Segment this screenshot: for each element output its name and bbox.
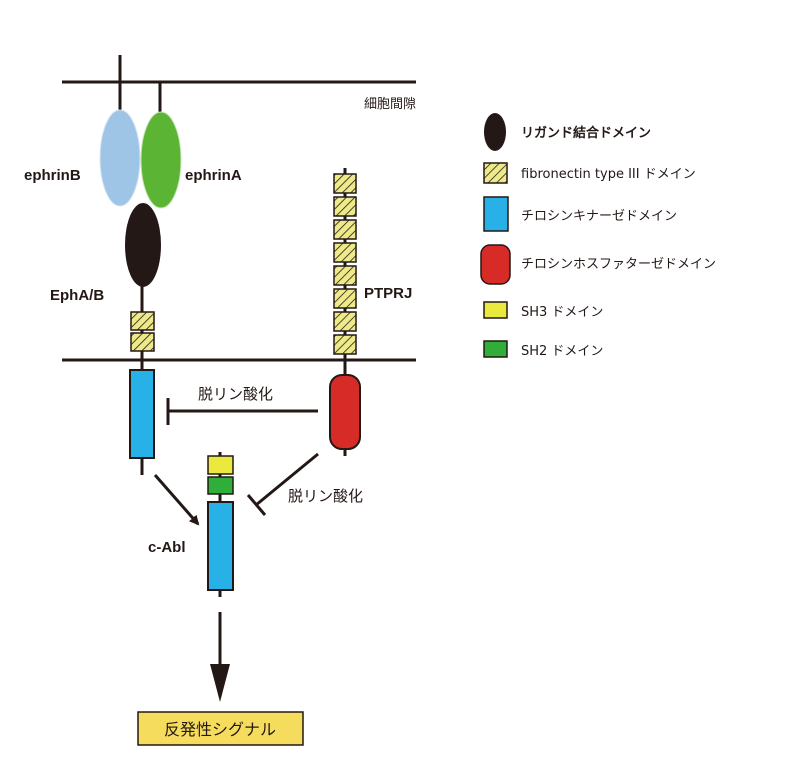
fn3-domain: [333, 219, 357, 240]
legend-sh3-icon: [483, 301, 508, 319]
fn3-domain: [333, 311, 357, 332]
legend-label: チロシンキナーゼドメイン: [521, 209, 677, 224]
legend-kinase-icon: [483, 196, 509, 232]
inhibition-bar: [246, 494, 267, 516]
legend-ligand-icon: [484, 113, 506, 151]
repulsive-signal-box: [137, 711, 304, 746]
ptprj-fn3-domains: [333, 173, 357, 355]
legend-label: リガンド結合ドメイン: [521, 125, 651, 141]
ephrinA-ellipse: [140, 111, 182, 209]
cabl-kinase-domain: [207, 501, 234, 591]
repulsive-signal-label: 反発性シグナル: [164, 720, 276, 739]
legend-sh2-icon: [483, 340, 508, 358]
fn3-domain: [333, 196, 357, 217]
kinase-domain: [129, 369, 155, 459]
fn3-domain: [130, 311, 155, 331]
ligand-binding-domain: [125, 203, 161, 287]
ephrinB-label: ephrinB: [24, 167, 81, 184]
phosphatase-domain: [329, 374, 361, 450]
legend-label: チロシンホスファターゼドメイン: [521, 257, 716, 272]
fn3-domain: [333, 265, 357, 286]
legend-fn3-icon: [483, 162, 508, 184]
dephosphorylation-label: 脱リン酸化: [288, 487, 363, 505]
cabl-label: c-Abl: [148, 539, 186, 556]
sh3-domain: [207, 455, 234, 475]
fn3-domain: [333, 242, 357, 263]
ephAB-label: EphA/B: [50, 287, 104, 304]
legend-label: fibronectin type III ドメイン: [521, 167, 696, 182]
fn3-domain: [130, 332, 155, 352]
fn3-domain: [333, 334, 357, 355]
ephrinA-label: ephrinA: [185, 167, 242, 184]
fn3-domain: [333, 173, 357, 194]
activation-arrow: [153, 474, 200, 526]
signal-arrowhead: [210, 664, 230, 702]
fn3-domain: [333, 288, 357, 309]
ptprj-label: PTPRJ: [364, 285, 412, 302]
ephrinB-ellipse: [99, 109, 141, 207]
legend-phosphatase-icon: [480, 244, 511, 285]
legend-label: SH3 ドメイン: [521, 305, 603, 320]
inhibition-line: [255, 452, 319, 507]
dephosphorylation-label: 脱リン酸化: [198, 385, 273, 403]
legend: リガンド結合ドメイン fibronectin type III ドメイン チロシ…: [480, 113, 716, 359]
sh2-domain: [207, 476, 234, 495]
extracellular-label: 細胞間隙: [364, 97, 416, 112]
legend-label: SH2 ドメイン: [521, 344, 603, 359]
